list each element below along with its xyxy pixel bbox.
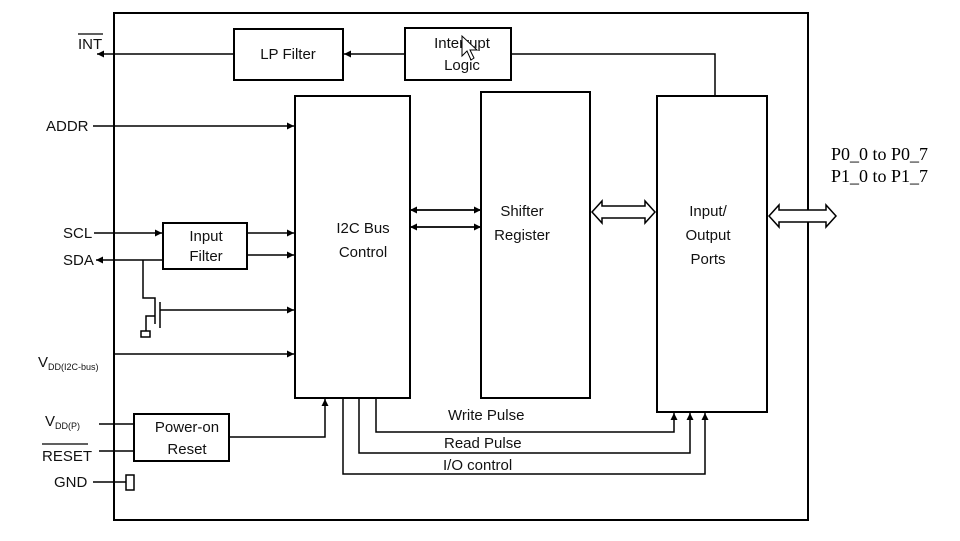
interrupt-source-wire xyxy=(511,53,716,96)
write-pulse-label: Write Pulse xyxy=(448,407,524,424)
port0-label: P0_0 to P0_7 xyxy=(831,144,928,164)
io-ports-bus-arrow xyxy=(767,203,838,229)
reset-pin-label: RESET xyxy=(42,448,92,465)
vdd-p-pin-label: VDD(P) xyxy=(45,413,80,431)
port1-label: P1_0 to P1_7 xyxy=(831,166,928,186)
io-ports-label-line2: Output xyxy=(685,227,731,244)
power-on-reset-label-line1: Power-on xyxy=(155,419,219,436)
shifter-register-label-line2: Register xyxy=(494,227,550,244)
sda-open-drain-transistor xyxy=(140,260,294,338)
write-pulse-wire xyxy=(375,398,678,433)
vdd-i2c-pin-label: VDD(I2C-bus) xyxy=(38,354,99,372)
shifter-register-block: Shifter Register xyxy=(480,91,591,399)
interrupt-logic-block: Interrupt Logic xyxy=(404,27,512,81)
gnd-pin-label: GND xyxy=(54,474,88,491)
sda-pin-label: SDA xyxy=(63,252,94,269)
io-ports-block: Input/ Output Ports xyxy=(656,95,768,413)
i2c-bus-control-label-line2: Control xyxy=(339,244,387,261)
gnd-symbol xyxy=(125,474,135,491)
interrupt-logic-label-line2: Logic xyxy=(444,57,480,74)
i2c-bus-control-block: I2C Bus Control xyxy=(294,95,411,399)
io-ports-label-line3: Ports xyxy=(690,251,725,268)
lp-filter-block: LP Filter xyxy=(233,28,344,81)
scl-pin-label: SCL xyxy=(63,225,92,242)
int-pin-label: INT xyxy=(78,36,102,53)
input-filter-label-line2: Filter xyxy=(189,248,222,265)
read-pulse-label: Read Pulse xyxy=(444,435,522,452)
power-on-reset-block: Power-on Reset xyxy=(133,413,230,462)
power-on-reset-label-line2: Reset xyxy=(167,441,207,458)
io-ports-label-line1: Input/ xyxy=(689,203,727,220)
mouse-cursor-icon xyxy=(461,34,479,61)
chip-outline xyxy=(113,12,809,521)
input-filter-block: Input Filter xyxy=(162,222,248,270)
lp-filter-label: LP Filter xyxy=(260,46,316,63)
por-to-i2c-wire xyxy=(229,399,329,438)
io-control-label: I/O control xyxy=(443,457,512,474)
shifter-register-label-line1: Shifter xyxy=(500,203,543,220)
io-control-wire xyxy=(342,398,709,475)
read-pulse-wire xyxy=(358,398,694,454)
shifter-io-bus-arrow xyxy=(590,199,657,225)
addr-pin-label: ADDR xyxy=(46,118,89,135)
input-filter-label-line1: Input xyxy=(189,228,223,245)
i2c-bus-control-label-line1: I2C Bus xyxy=(336,220,389,237)
